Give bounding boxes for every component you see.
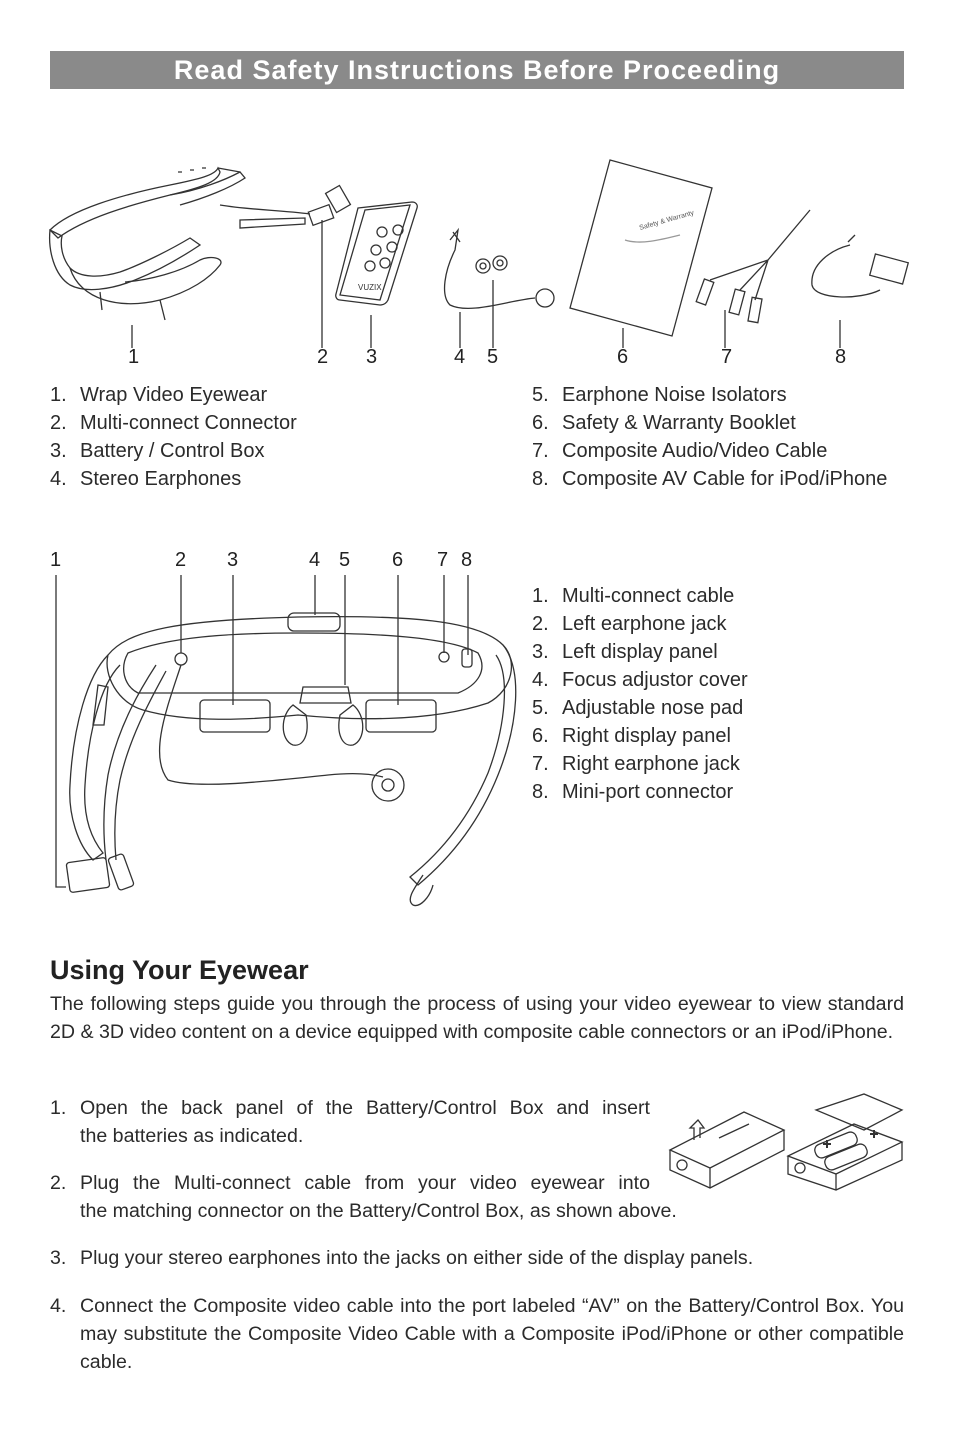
- safety-banner: Read Safety Instructions Before Proceedi…: [50, 51, 904, 89]
- contents-number-1: 1: [128, 346, 140, 368]
- noise-isolators-illustration: [476, 256, 507, 273]
- parts-number-7: 7: [437, 549, 449, 571]
- list-item: 3.Battery / Control Box: [50, 440, 265, 462]
- list-item: 7.Composite Audio/Video Cable: [532, 440, 828, 462]
- list-item: 2.Left earphone jack: [532, 613, 727, 635]
- wrap-eyewear-illustration: [50, 168, 351, 320]
- booklet-title-text: Safety & Warranty: [639, 209, 696, 231]
- list-item: 3.Left display panel: [532, 641, 718, 663]
- contents-illustration: VUZIX Safety & Warranty: [40, 150, 920, 350]
- parts-number-4: 4: [309, 549, 321, 571]
- list-item: 2.Multi-connect Connector: [50, 412, 297, 434]
- list-item: 5.Earphone Noise Isolators: [532, 384, 787, 406]
- contents-list-left: 1.Wrap Video Eyewear 2.Multi-connect Con…: [50, 381, 297, 493]
- step-3: 3. Plug your stereo earphones into the j…: [50, 1247, 754, 1269]
- section-heading: Using Your Eyewear: [50, 955, 309, 985]
- contents-number-8: 8: [835, 346, 847, 368]
- step-1: 1. Open the back panel of the Battery/Co…: [50, 1097, 650, 1147]
- eyewear-rear-illustration: [48, 575, 528, 930]
- list-item: 6.Right display panel: [532, 725, 731, 747]
- list-item: 4.Stereo Earphones: [50, 468, 242, 490]
- list-item: 1.Multi-connect cable: [532, 585, 735, 607]
- step-2: 2. Plug the Multi-connect cable from you…: [50, 1172, 677, 1222]
- composite-av-cable-illustration: [696, 210, 810, 323]
- contents-number-2: 2: [317, 346, 329, 368]
- parts-number-2: 2: [175, 549, 187, 571]
- contents-number-6: 6: [617, 346, 629, 368]
- contents-number-4: 4: [454, 346, 466, 368]
- list-item: 8.Composite AV Cable for iPod/iPhone: [532, 468, 888, 490]
- battery-box-illustration: [664, 1090, 908, 1192]
- list-item: 8.Mini-port connector: [532, 781, 734, 803]
- remote-brand-text: VUZIX: [358, 283, 382, 292]
- intro-paragraph: The following steps guide you through th…: [50, 993, 904, 1043]
- safety-booklet-illustration: Safety & Warranty: [570, 160, 712, 336]
- parts-number-1: 1: [50, 549, 62, 571]
- parts-number-8: 8: [461, 549, 473, 571]
- ipod-av-cable-illustration: [812, 235, 908, 297]
- stereo-earphones-illustration: [445, 230, 554, 308]
- list-item: 7.Right earphone jack: [532, 753, 740, 775]
- step-4: 4. Connect the Composite video cable int…: [50, 1295, 904, 1373]
- eyewear-parts-list: 1.Multi-connect cable 2.Left earphone ja…: [532, 582, 748, 806]
- list-item: 4.Focus adjustor cover: [532, 669, 748, 691]
- list-item: 6.Safety & Warranty Booklet: [532, 412, 796, 434]
- parts-number-3: 3: [227, 549, 239, 571]
- contents-number-5: 5: [487, 346, 499, 368]
- list-item: 1.Wrap Video Eyewear: [50, 384, 268, 406]
- list-item: 5.Adjustable nose pad: [532, 697, 744, 719]
- parts-number-5: 5: [339, 549, 351, 571]
- battery-control-box-illustration: VUZIX: [336, 202, 418, 305]
- contents-list-right: 5.Earphone Noise Isolators 6.Safety & Wa…: [532, 381, 887, 493]
- contents-number-3: 3: [366, 346, 378, 368]
- contents-number-7: 7: [721, 346, 733, 368]
- parts-number-6: 6: [392, 549, 404, 571]
